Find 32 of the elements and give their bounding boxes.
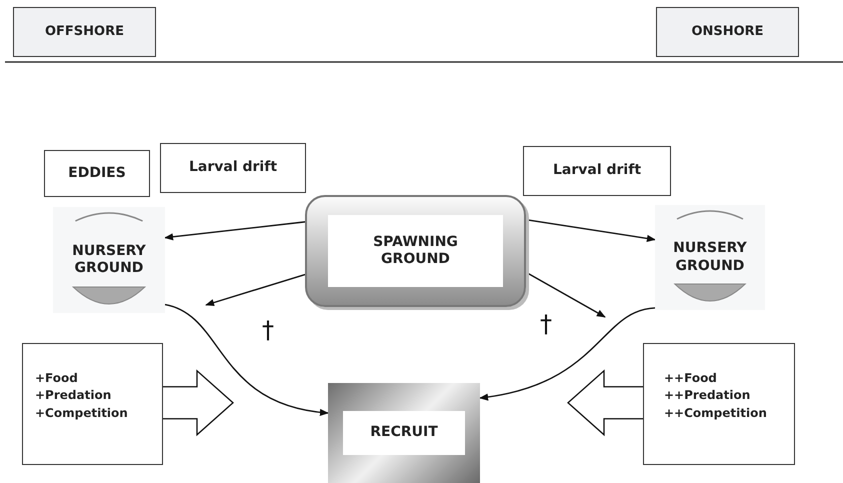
node-label: NURSERY GROUND bbox=[71, 242, 147, 278]
factor-text: +Food bbox=[35, 370, 78, 387]
node-label: EDDIES bbox=[68, 164, 126, 182]
block-arrow bbox=[567, 369, 644, 436]
spawning-ground-box bbox=[305, 195, 526, 307]
factor-box bbox=[22, 343, 163, 465]
node-label: SPAWNING GROUND bbox=[372, 234, 459, 268]
node-label: OFFSHORE bbox=[45, 24, 124, 40]
factor-text: +Predation bbox=[35, 387, 112, 404]
node-label: RECRUIT bbox=[370, 424, 438, 442]
factor-text: +Competition bbox=[35, 404, 128, 422]
recruit-box bbox=[328, 383, 480, 483]
arrow bbox=[164, 304, 329, 416]
node-label: Larval drift bbox=[552, 162, 642, 180]
factor-text: ++Food bbox=[664, 370, 717, 387]
dagger-mark: † bbox=[540, 312, 552, 336]
node-label: Larval drift bbox=[188, 159, 278, 177]
arrow bbox=[479, 307, 656, 400]
factor-box bbox=[643, 343, 795, 465]
zone-label-box bbox=[656, 7, 799, 57]
block-arrow bbox=[162, 369, 234, 436]
arrow bbox=[205, 274, 306, 306]
arrow bbox=[164, 221, 306, 240]
node-label: NURSERY GROUND bbox=[672, 240, 748, 275]
label-box bbox=[44, 150, 150, 197]
factor-text: ++Predation bbox=[664, 387, 750, 404]
node-label: ONSHORE bbox=[691, 24, 764, 40]
zone-label-box bbox=[13, 7, 156, 57]
dagger-mark: † bbox=[262, 318, 274, 342]
factor-text: ++Competition bbox=[664, 404, 767, 422]
label-box bbox=[523, 146, 671, 196]
label-box bbox=[160, 143, 306, 193]
